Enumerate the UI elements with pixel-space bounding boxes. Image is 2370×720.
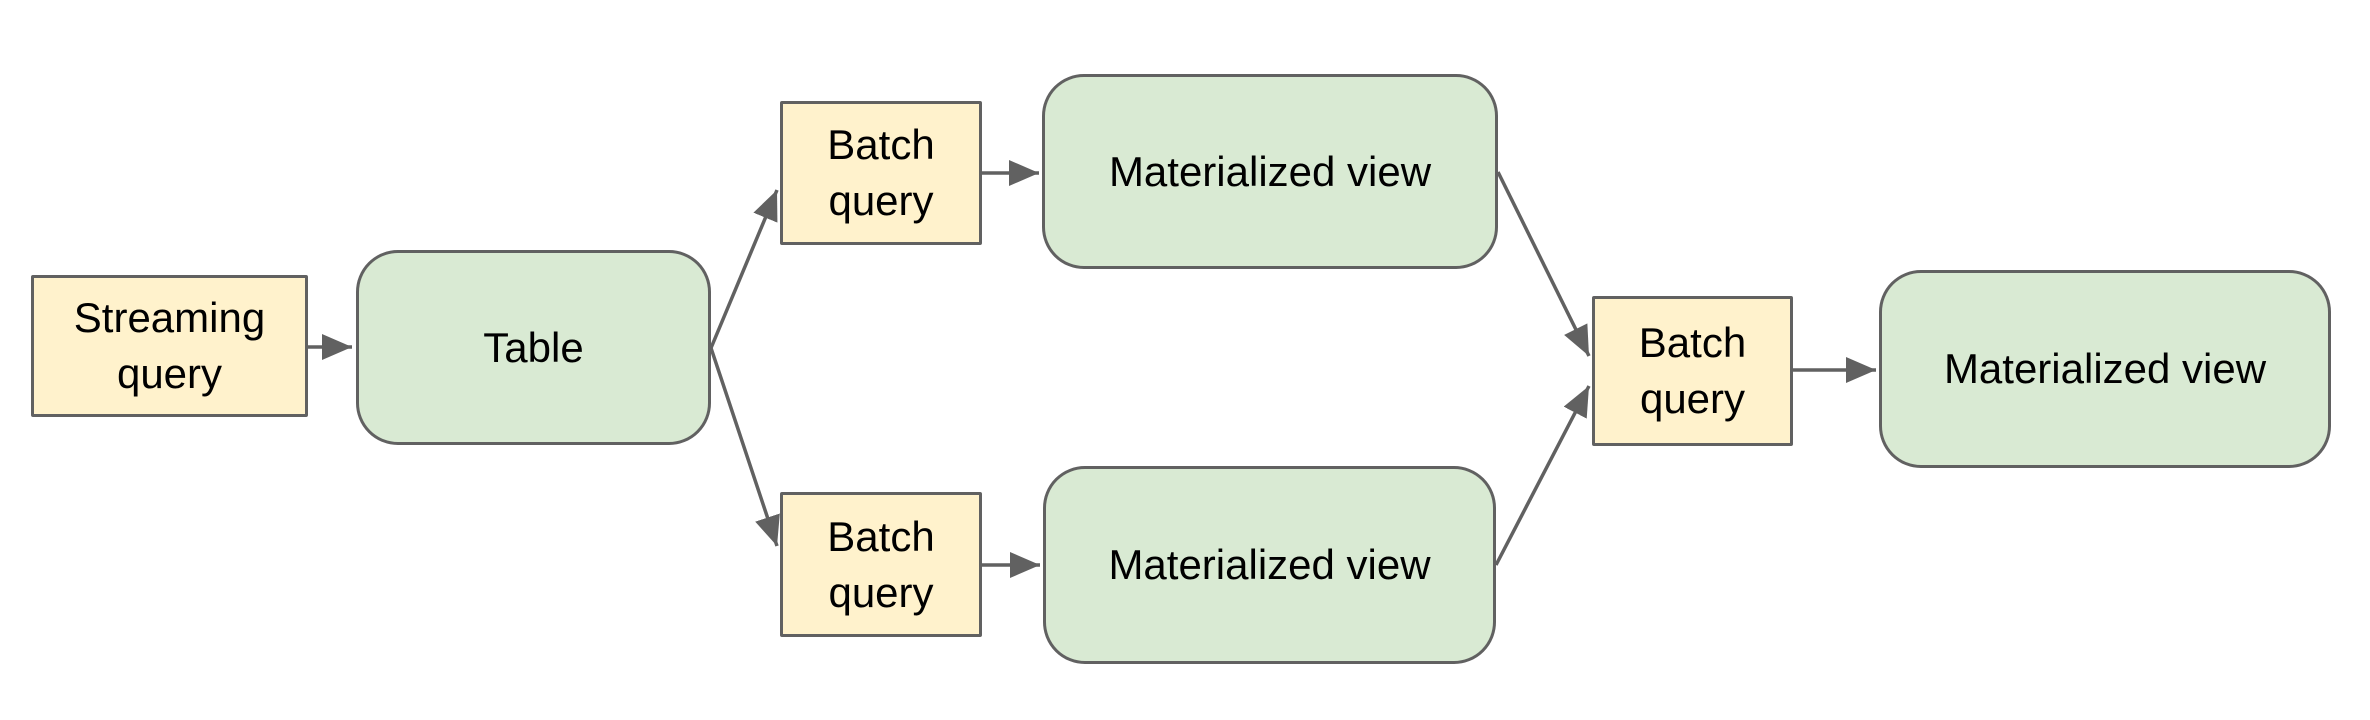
- node-materialized-view-final-label: Materialized view: [1943, 345, 2267, 393]
- edge-mv-top-to-batch-query-right: [1496, 171, 1591, 357]
- node-batch-query-right-label: Batch query: [1638, 319, 1747, 422]
- edge-table-to-batch-query-top: [709, 189, 779, 349]
- node-batch-query-top: Batch query: [780, 101, 982, 245]
- node-materialized-view-top: Materialized view: [1042, 74, 1498, 269]
- node-streaming-query: Streaming query: [31, 275, 308, 417]
- node-batch-query-top-label: Batch query: [827, 121, 935, 224]
- edge-mv-bottom-to-batch-query-right: [1494, 385, 1591, 566]
- node-materialized-view-final: Materialized view: [1879, 270, 2331, 468]
- edge-table-to-batch-query-bottom: [709, 347, 780, 547]
- node-batch-query-right: Batch query: [1592, 296, 1793, 446]
- node-materialized-view-top-label: Materialized view: [1108, 147, 1432, 195]
- node-table: Table: [356, 250, 711, 445]
- node-table-label: Table: [483, 323, 584, 371]
- node-batch-query-bottom-label: Batch query: [827, 512, 935, 616]
- node-materialized-view-bottom-label: Materialized view: [1108, 541, 1431, 589]
- node-batch-query-bottom: Batch query: [780, 492, 982, 637]
- node-materialized-view-bottom: Materialized view: [1043, 466, 1496, 664]
- node-streaming-query-label: Streaming query: [73, 294, 266, 397]
